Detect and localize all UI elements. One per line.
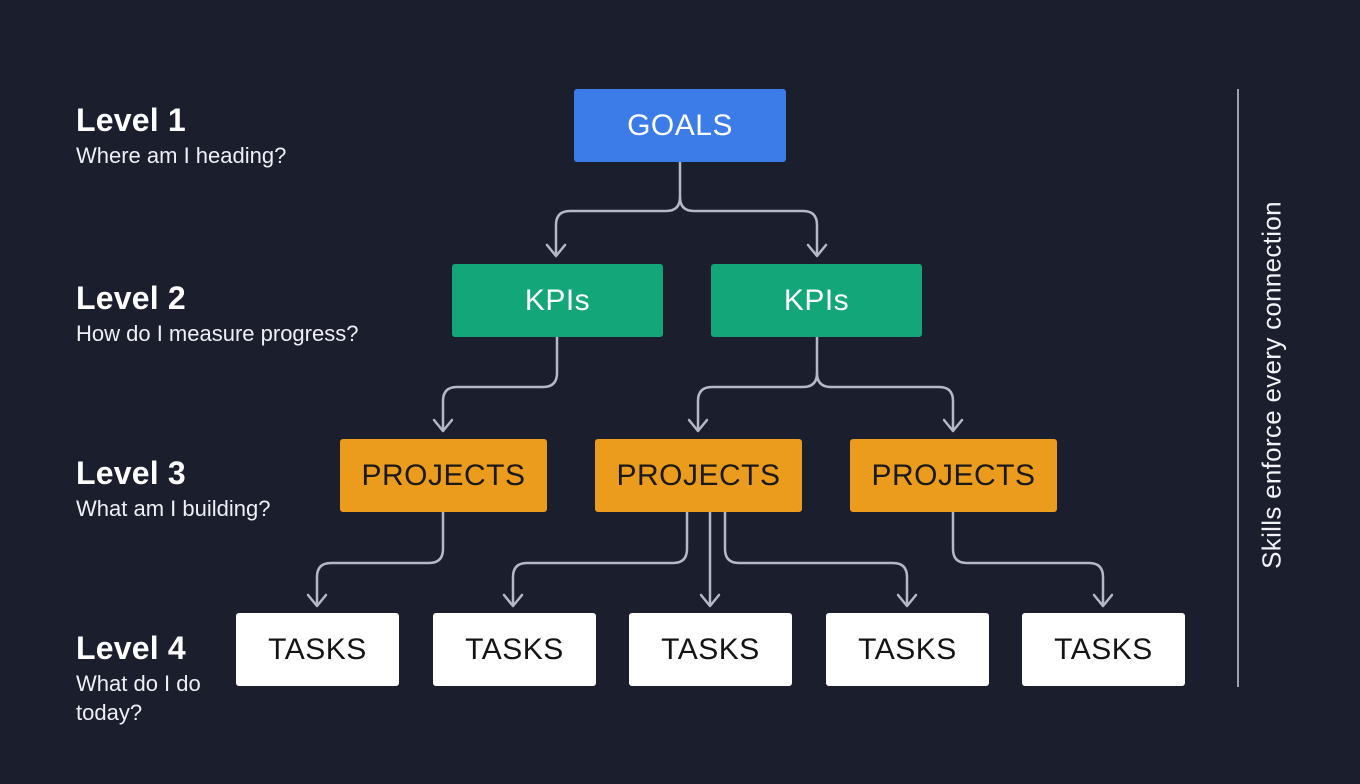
arrowhead xyxy=(699,593,721,608)
connector-goal-kpi-2 xyxy=(678,195,819,257)
level-4-label: Level 4 What do I do today? xyxy=(76,629,236,727)
level-title: Level 3 xyxy=(76,455,186,491)
arrowhead xyxy=(432,418,454,433)
connector-project2-task4 xyxy=(723,510,909,607)
project-node: PROJECTS xyxy=(595,439,802,512)
level-title: Level 4 xyxy=(76,630,186,666)
level-title: Level 2 xyxy=(76,280,186,316)
connector-project2-task2 xyxy=(511,510,689,607)
level-3-label: Level 3 What am I building? xyxy=(76,454,416,523)
level-1-label: Level 1 Where am I heading? xyxy=(76,101,416,170)
arrowhead xyxy=(687,418,709,433)
task-node: TASKS xyxy=(433,613,596,686)
arrowhead xyxy=(896,593,918,608)
level-question: What do I do today? xyxy=(76,671,201,725)
project-node: PROJECTS xyxy=(340,439,547,512)
connector-kpi2-project3 xyxy=(815,371,955,432)
project-node: PROJECTS xyxy=(850,439,1057,512)
level-question: What am I building? xyxy=(76,496,271,521)
kpi-node: KPIs xyxy=(711,264,922,337)
connector-project3-task5 xyxy=(951,510,1105,607)
side-caption: Skills enforce every connection xyxy=(1256,201,1287,569)
level-title: Level 1 xyxy=(76,102,186,138)
arrowhead xyxy=(806,243,828,258)
arrowhead xyxy=(502,593,524,608)
connector-goal-kpi-1 xyxy=(554,160,682,257)
connector-project1-task1 xyxy=(315,510,445,607)
arrowhead xyxy=(306,593,328,608)
arrowhead xyxy=(545,243,567,258)
level-question: Where am I heading? xyxy=(76,143,287,168)
connector-kpi1-project1 xyxy=(441,335,559,432)
goals-node: GOALS xyxy=(574,89,786,162)
arrowhead xyxy=(1092,593,1114,608)
connector-kpi2-project2 xyxy=(696,335,819,432)
vertical-divider xyxy=(1237,89,1239,687)
kpi-node: KPIs xyxy=(452,264,663,337)
task-node: TASKS xyxy=(1022,613,1185,686)
task-node: TASKS xyxy=(236,613,399,686)
task-node: TASKS xyxy=(629,613,792,686)
level-question: How do I measure progress? xyxy=(76,321,359,346)
arrowhead xyxy=(942,418,964,433)
level-2-label: Level 2 How do I measure progress? xyxy=(76,279,416,348)
task-node: TASKS xyxy=(826,613,989,686)
